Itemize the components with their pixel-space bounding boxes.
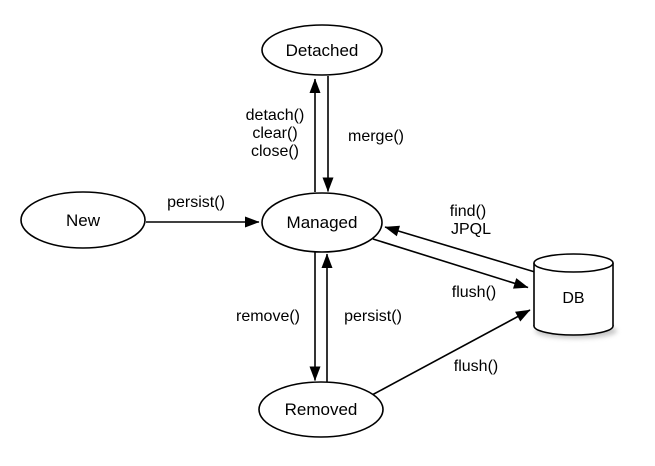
label-find-jpql: find() JPQL xyxy=(450,203,491,238)
node-detached-ellipse xyxy=(261,24,383,76)
node-managed-label: Managed xyxy=(287,213,358,232)
label-find: find() xyxy=(450,203,486,220)
label-jpql: JPQL xyxy=(451,221,491,238)
label-close: close() xyxy=(251,143,299,160)
edge-flush-removed-to-db xyxy=(371,309,531,396)
edge-find-db-to-managed xyxy=(384,225,536,273)
database-body xyxy=(534,263,613,326)
label-flush-removed: flush() xyxy=(454,358,498,375)
label-detach-clear-close: detach() clear() close() xyxy=(246,107,305,160)
node-removed-label: Removed xyxy=(285,400,358,419)
label-persist-new: persist() xyxy=(167,194,225,211)
label-remove: remove() xyxy=(236,308,300,325)
database-cylinder-icon: DB xyxy=(533,253,617,339)
node-new-label: New xyxy=(66,211,101,230)
node-removed-ellipse xyxy=(258,381,384,438)
label-flush-managed: flush() xyxy=(452,284,496,301)
label-clear: clear() xyxy=(252,125,297,142)
label-detach: detach() xyxy=(246,107,305,124)
label-merge: merge() xyxy=(348,128,404,145)
node-db-label: DB xyxy=(562,290,584,307)
node-new-ellipse xyxy=(20,191,146,249)
edge-flush-managed-to-db xyxy=(372,238,529,289)
node-detached-label: Detached xyxy=(286,41,359,60)
database-top-ellipse xyxy=(533,253,614,273)
label-persist-removed: persist() xyxy=(344,308,402,325)
node-managed-ellipse xyxy=(261,192,383,253)
